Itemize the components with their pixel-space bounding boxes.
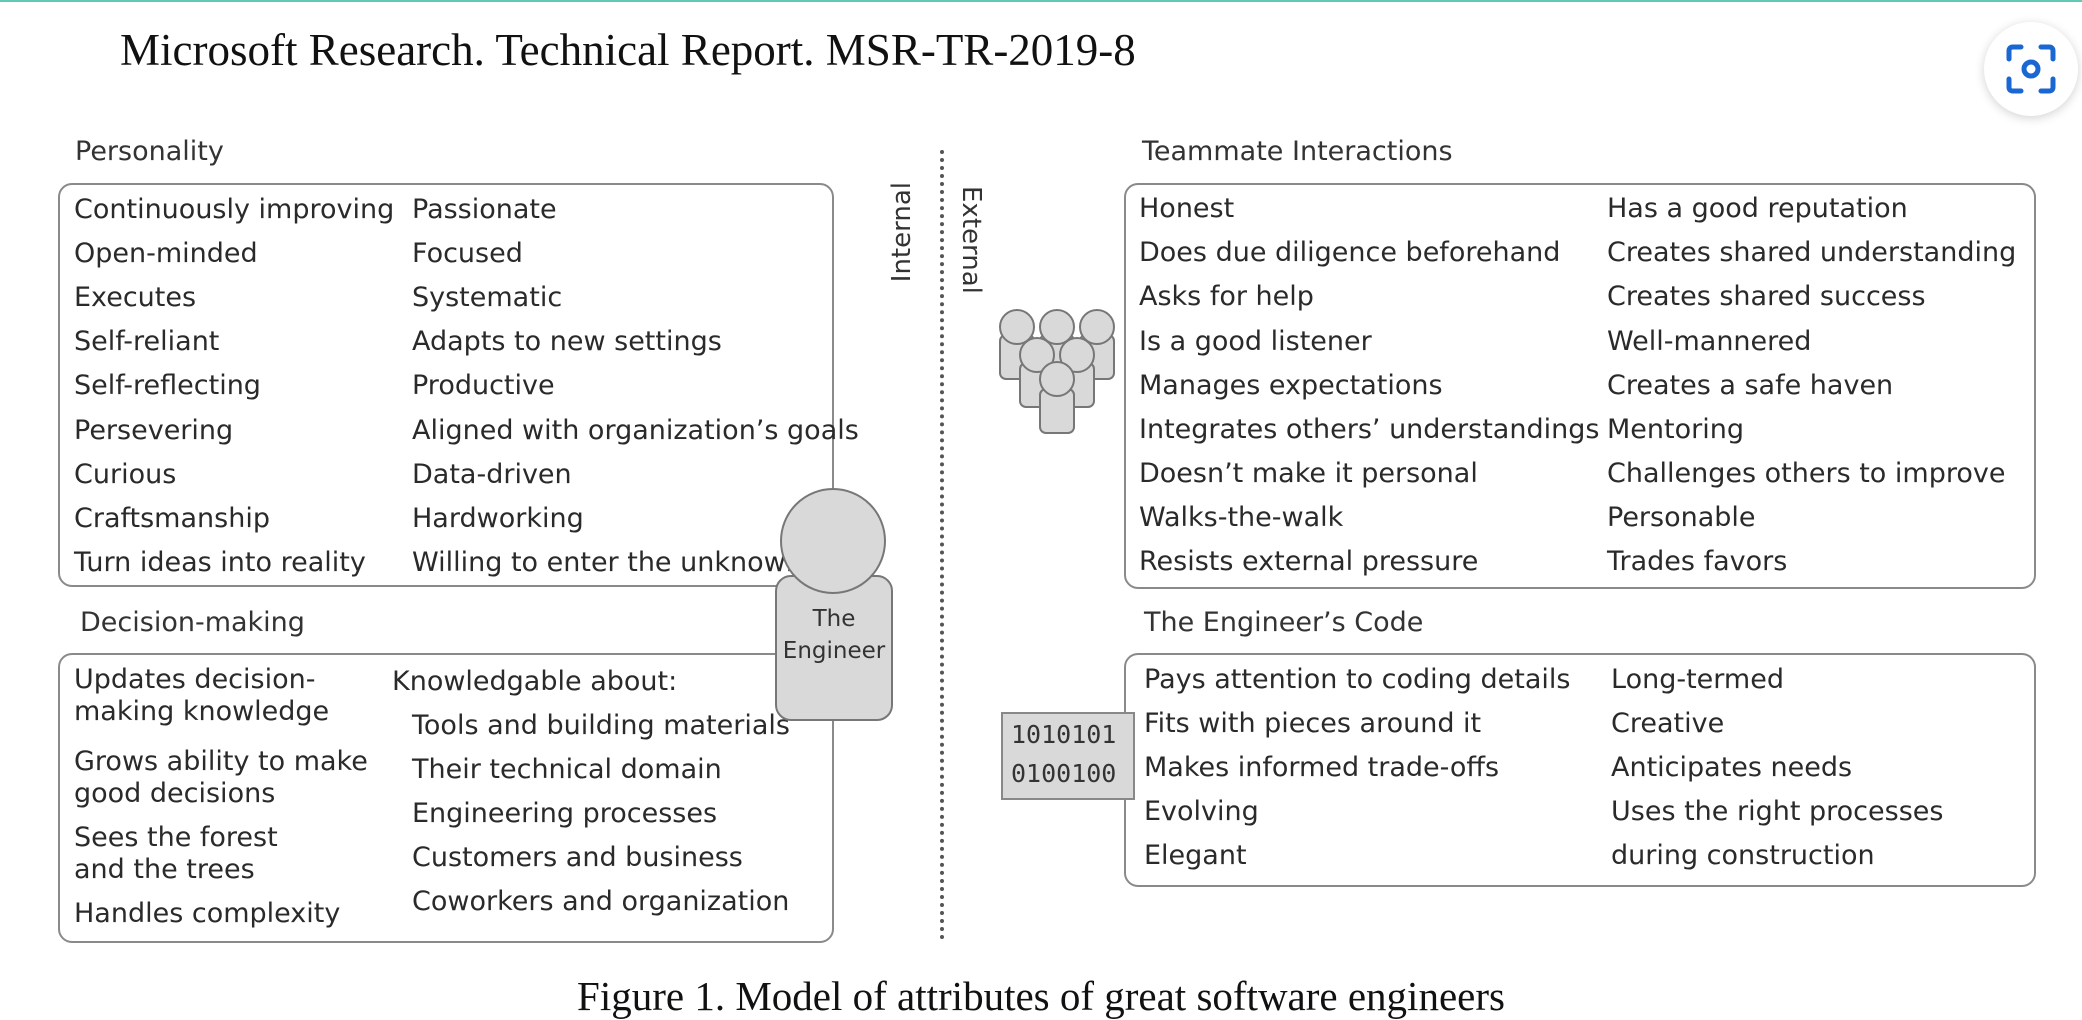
list-item: Makes informed trade-offs — [1144, 752, 1500, 783]
list-item: Self-reliant — [74, 326, 220, 357]
internal-label: Internal — [887, 182, 917, 283]
list-item: Resists external pressure — [1139, 546, 1479, 577]
list-item: Asks for help — [1139, 281, 1314, 312]
list-item: Passionate — [412, 194, 557, 225]
list-item: Fits with pieces around it — [1144, 708, 1482, 739]
list-item: Willing to enter the unknown — [412, 547, 803, 578]
list-item: Creates shared understanding — [1607, 237, 2017, 268]
list-item: Productive — [412, 370, 555, 401]
list-item: Their technical domain — [412, 754, 722, 785]
list-item: Updates decision-making knowledge — [74, 664, 330, 727]
list-item: Integrates others’ understandings — [1139, 414, 1600, 445]
list-item: Customers and business — [412, 842, 743, 873]
list-item: Uses the right processes during construc… — [1611, 796, 1944, 871]
list-item: Trades favors — [1607, 546, 1788, 577]
list-item: Challenges others to improve — [1607, 458, 2006, 489]
list-item: Persevering — [74, 415, 234, 446]
engineer-label: The Engineer — [775, 603, 893, 667]
list-item: Tools and building materials — [412, 710, 790, 741]
list-item: Aligned with organization’s goals — [412, 415, 859, 446]
top-accent-line — [0, 0, 2082, 2]
list-item: Turn ideas into reality — [74, 547, 366, 578]
decision-box — [58, 653, 834, 943]
knowledge-heading: Knowledgable about: — [392, 666, 678, 697]
list-item: Evolving — [1144, 796, 1259, 827]
visual-search-button[interactable] — [1984, 22, 2078, 116]
engineer-label-line2: Engineer — [782, 638, 886, 664]
list-item: Is a good listener — [1139, 326, 1372, 357]
list-item: Executes — [74, 282, 197, 313]
list-item: Creates a safe haven — [1607, 370, 1894, 401]
person-icon — [780, 488, 886, 594]
list-item: Creative — [1611, 708, 1725, 739]
engineer-body — [775, 575, 893, 721]
list-item: Hardworking — [412, 503, 584, 534]
decision-title: Decision-making — [80, 607, 305, 638]
list-item: Grows ability to make good decisions — [74, 746, 368, 809]
list-item: Elegant — [1144, 840, 1247, 871]
personality-title: Personality — [75, 136, 224, 167]
list-item: Well-mannered — [1607, 326, 1812, 357]
list-item: Adapts to new settings — [412, 326, 722, 357]
code-box — [1124, 653, 2036, 887]
list-item: Manages expectations — [1139, 370, 1443, 401]
teammate-box — [1124, 183, 2036, 589]
engineer-label-line1: The — [812, 606, 856, 632]
list-item: Doesn’t make it personal — [1139, 458, 1478, 489]
internal-external-divider — [940, 150, 944, 940]
figure-caption: Figure 1. Model of attributes of great s… — [577, 973, 1505, 1019]
personality-box — [58, 183, 834, 587]
page-header: Microsoft Research. Technical Report. MS… — [120, 25, 1136, 75]
binary-line-2: 0100100 — [1011, 759, 1117, 788]
list-item: Walks-the-walk — [1139, 502, 1344, 533]
list-item: Pays attention to coding details — [1144, 664, 1571, 695]
list-item: Does due diligence beforehand — [1139, 237, 1561, 268]
list-item: Craftsmanship — [74, 503, 270, 534]
list-item: Has a good reputation — [1607, 193, 1908, 224]
list-item: Personable — [1607, 502, 1756, 533]
teammate-title: Teammate Interactions — [1142, 136, 1453, 167]
list-item: Handles complexity — [74, 898, 341, 929]
list-item: Data-driven — [412, 459, 572, 490]
binary-code-icon — [1001, 712, 1135, 800]
list-item: Sees the forest and the trees — [74, 822, 278, 885]
list-item: Coworkers and organization — [412, 886, 790, 917]
people-group-icon — [999, 309, 1115, 434]
list-item: Self-reflecting — [74, 370, 261, 401]
external-label: External — [956, 186, 986, 294]
code-title: The Engineer’s Code — [1144, 607, 1424, 638]
list-item: Mentoring — [1607, 414, 1744, 445]
list-item: Honest — [1139, 193, 1235, 224]
list-item: Anticipates needs — [1611, 752, 1853, 783]
binary-line-1: 1010101 — [1011, 720, 1117, 749]
list-item: Systematic — [412, 282, 563, 313]
list-item: Focused — [412, 238, 523, 269]
list-item: Open-minded — [74, 238, 258, 269]
list-item: Continuously improving — [74, 194, 395, 225]
lens-search-icon — [2006, 44, 2056, 94]
list-item: Creates shared success — [1607, 281, 1926, 312]
list-item: Long-termed — [1611, 664, 1784, 695]
list-item: Engineering processes — [412, 798, 718, 829]
list-item: Curious — [74, 459, 177, 490]
